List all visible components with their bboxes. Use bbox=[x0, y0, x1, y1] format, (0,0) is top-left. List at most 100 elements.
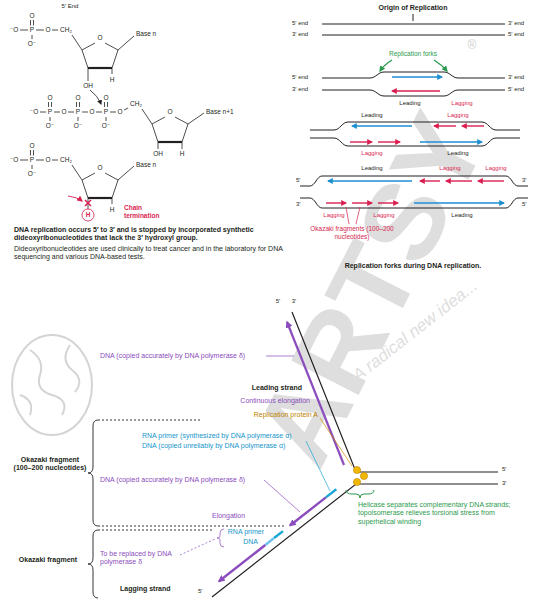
chain-termination-mark bbox=[82, 209, 94, 221]
atom-label: O bbox=[27, 142, 37, 150]
strand-label: Leading strand bbox=[222, 384, 302, 392]
atom-label: P bbox=[73, 108, 83, 116]
nucleotide-structure bbox=[36, 30, 44, 31]
end-label: 5′ bbox=[296, 177, 306, 184]
bracket-label: Okazaki fragment bbox=[11, 556, 85, 564]
replication-arrow bbox=[378, 202, 398, 203]
atom-label: O⁻ bbox=[26, 170, 38, 178]
replication-arrow bbox=[346, 207, 349, 224]
replication-arrow bbox=[352, 125, 412, 126]
watermark: ® bbox=[464, 39, 480, 51]
atom-label: ⁻O bbox=[8, 26, 20, 34]
nucleotide-structure bbox=[48, 102, 49, 107]
chain-termination-mark bbox=[85, 200, 91, 206]
nucleotide-structure bbox=[78, 117, 79, 121]
end-label: 5′ bbox=[502, 466, 514, 473]
replication-arrow bbox=[414, 202, 504, 203]
replication-arrow bbox=[478, 180, 504, 181]
nucleotide-structure bbox=[96, 112, 102, 113]
nucleotide-structure bbox=[20, 30, 28, 31]
replication-arrow bbox=[420, 141, 482, 142]
atom-label: CH₂ bbox=[57, 26, 75, 34]
caption: Replication forks during DNA replication… bbox=[293, 262, 533, 270]
lagging-strand bbox=[265, 538, 274, 545]
lagging-strand bbox=[290, 497, 326, 525]
strand-label: Lagging bbox=[443, 112, 473, 119]
strand-label: Leading bbox=[395, 100, 425, 107]
atom-label: O bbox=[59, 108, 69, 116]
atom-label: O bbox=[73, 94, 83, 102]
nucleotide-structure bbox=[54, 112, 60, 113]
dna-strand bbox=[322, 72, 505, 78]
end-label: 5′ bbox=[273, 298, 283, 305]
base-label: Base n bbox=[136, 30, 168, 38]
nucleotide-structure bbox=[52, 30, 58, 31]
replication-protein bbox=[353, 466, 367, 485]
atom-label: H bbox=[107, 76, 117, 84]
annotation: Okazaki fragments (100–200 nucleotides) bbox=[296, 225, 408, 241]
leader-line bbox=[180, 539, 215, 555]
annotation: RNA primer bbox=[212, 528, 264, 536]
nucleotide-structure bbox=[30, 20, 31, 26]
end-label: 3′ end bbox=[508, 74, 536, 81]
strand-label: Lagging bbox=[319, 212, 349, 219]
nucleotide-structure bbox=[118, 36, 134, 50]
replication-arrow bbox=[326, 202, 346, 203]
replication-arrow bbox=[434, 125, 456, 126]
nucleotide-structure bbox=[124, 108, 128, 110]
bracket-label: Okazaki fragment (100–200 nucleotides) bbox=[13, 456, 87, 473]
nucleotide-structure bbox=[110, 112, 116, 113]
leader-line bbox=[180, 356, 374, 555]
annotation: Chain termination bbox=[124, 204, 170, 220]
nucleotide-structure bbox=[152, 117, 188, 142]
nucleotide-structure bbox=[158, 142, 159, 149]
replication-protein bbox=[360, 472, 367, 479]
dna-strand bbox=[413, 14, 414, 21]
logo-brain bbox=[12, 335, 92, 435]
heading: Origin of Replication bbox=[353, 4, 473, 12]
replication-arrow bbox=[356, 207, 360, 224]
replication-arrow bbox=[380, 60, 392, 71]
replication-arrow bbox=[350, 141, 372, 142]
end-label: 3′ end bbox=[292, 31, 320, 38]
atom-label: H bbox=[177, 150, 187, 158]
replication-arrow bbox=[378, 141, 400, 142]
strand-label: Lagging bbox=[481, 165, 511, 172]
annotation: RNA primer (synthesized by DNA polymeras… bbox=[142, 432, 324, 440]
replication-arrow bbox=[392, 76, 442, 77]
atom-label: OH bbox=[81, 82, 95, 90]
strand-label: Lagging bbox=[435, 165, 465, 172]
dna-strand bbox=[212, 312, 498, 597]
nucleotide-structure bbox=[182, 142, 183, 149]
atom-label: O bbox=[27, 12, 37, 20]
atom-label: O⁻ bbox=[44, 122, 56, 130]
replication-arrow bbox=[420, 180, 440, 181]
annotation: DNA (copied accurately by DNA polymerase… bbox=[100, 476, 278, 484]
annotation: To be replaced by DNA polymerase δ bbox=[100, 550, 180, 567]
replication-protein bbox=[353, 478, 360, 485]
end-label: 5′ End bbox=[50, 3, 90, 10]
reaction-arrow bbox=[90, 90, 101, 104]
dna-strand bbox=[322, 24, 505, 25]
annotation: DNA (copied unreliably by DNA polymerase… bbox=[142, 442, 324, 450]
dna-strand bbox=[322, 35, 505, 36]
end-label: 5′ end bbox=[292, 20, 320, 27]
atom-label: P bbox=[27, 26, 37, 34]
annotation: Helicase separates complementary DNA str… bbox=[358, 501, 520, 526]
atom-label: P bbox=[101, 108, 111, 116]
atom-label: ⁻O bbox=[28, 108, 40, 116]
atom-label: H bbox=[107, 206, 117, 214]
logo-brain bbox=[12, 335, 92, 435]
dna-strand bbox=[300, 14, 528, 208]
replication-arrow bbox=[352, 202, 372, 203]
dna-strand bbox=[300, 176, 528, 186]
logo-brain bbox=[30, 350, 64, 415]
annotation: DNA bbox=[228, 538, 258, 546]
end-label: 5′ end bbox=[292, 74, 320, 81]
lagging-strand bbox=[274, 531, 283, 538]
nucleotide-structure bbox=[40, 112, 46, 113]
replication-arrow bbox=[434, 60, 447, 71]
end-label: 3′ end bbox=[508, 20, 536, 27]
end-label: 3′ bbox=[522, 177, 532, 184]
bracket bbox=[98, 530, 212, 531]
